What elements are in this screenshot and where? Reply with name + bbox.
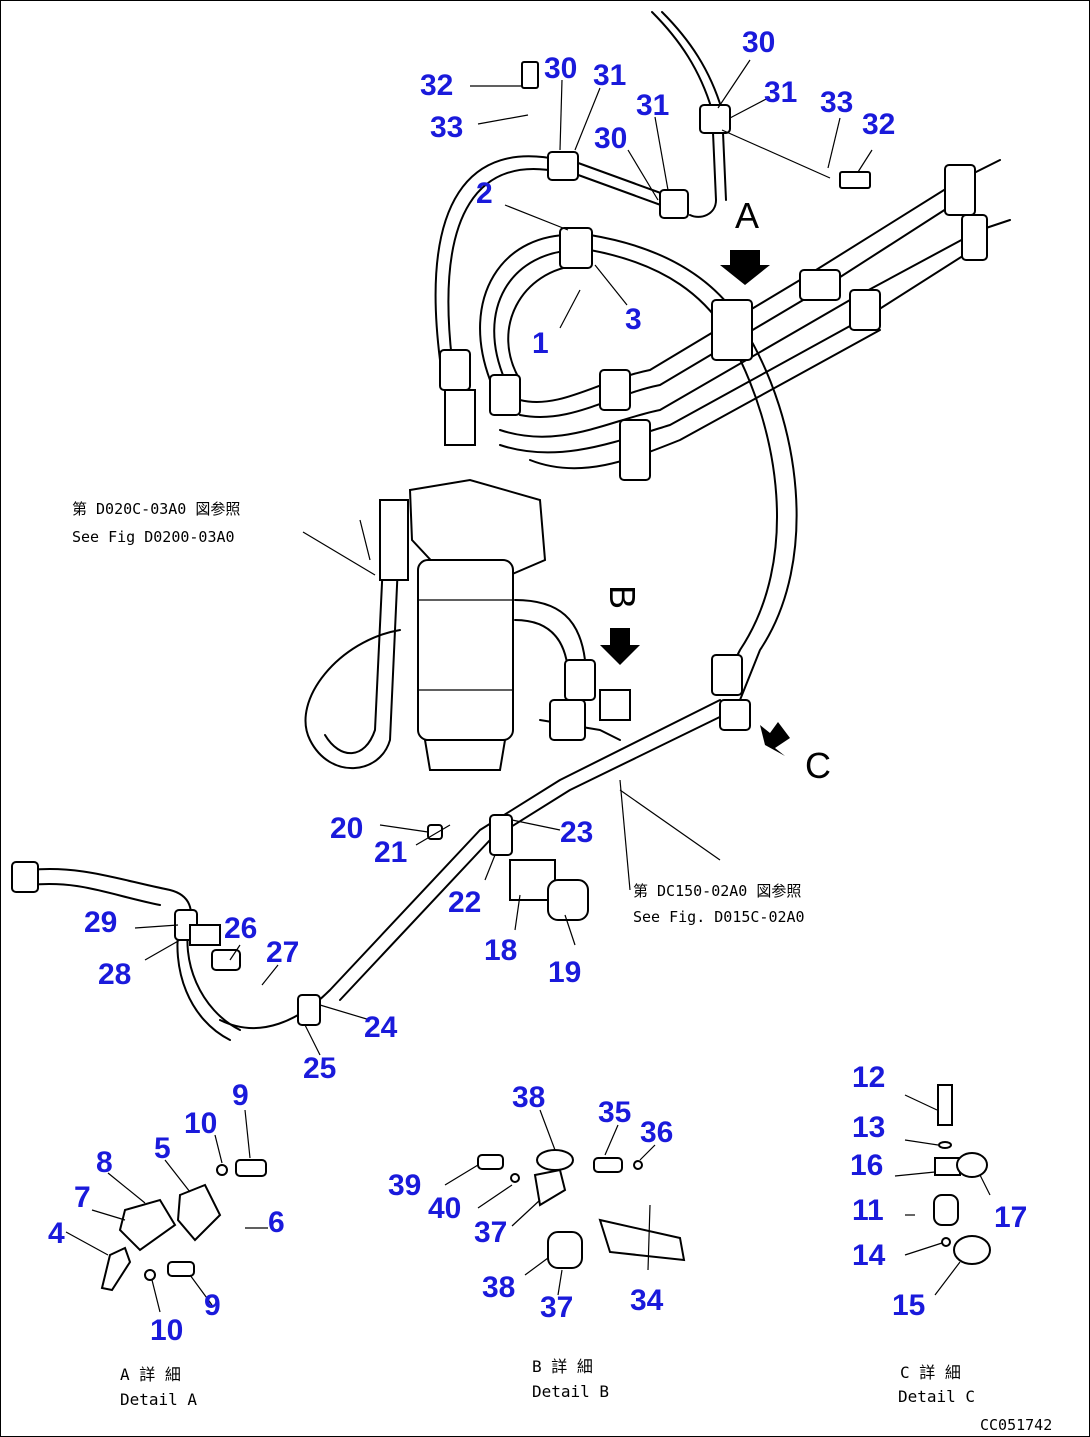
ref-note-2-en: See Fig. D015C-02A0 — [633, 908, 805, 926]
callout-number: 40 — [428, 1192, 461, 1225]
callout-number: 5 — [154, 1132, 171, 1165]
detail-c-parts — [894, 1084, 991, 1296]
callout-number: 18 — [484, 934, 517, 967]
callout-number: 38 — [512, 1081, 545, 1114]
callout-number: 11 — [852, 1194, 884, 1227]
callout-number: 29 — [84, 906, 117, 939]
callout-number: 28 — [98, 958, 131, 991]
callout-number: 25 — [303, 1052, 336, 1085]
callout-number: 33 — [820, 86, 853, 119]
callout-number: 31 — [593, 59, 626, 92]
detail-c-caption-en: Detail C — [898, 1387, 975, 1406]
callout-number: 38 — [482, 1271, 515, 1304]
callout-number: 12 — [852, 1061, 885, 1094]
hose-routing — [11, 11, 1011, 1041]
detail-b-parts — [444, 1109, 686, 1296]
callout-number: 16 — [850, 1149, 883, 1182]
callout-number: 31 — [764, 76, 797, 109]
view-arrow-c-icon — [760, 722, 790, 756]
hose-clamps — [174, 61, 988, 1026]
view-indicators: A B C — [600, 195, 831, 786]
callout-numbers: 32 33 30 31 31 30 30 31 33 32 2 1 3 20 2… — [48, 26, 1027, 1347]
callout-number: 10 — [150, 1314, 183, 1347]
detail-captions: A 詳 細 Detail A B 詳 細 Detail B C 詳 細 Deta… — [120, 1357, 1052, 1434]
callout-number: 30 — [544, 52, 577, 85]
callout-number: 33 — [430, 111, 463, 144]
callout-number: 19 — [548, 956, 581, 989]
callout-number: 32 — [420, 69, 453, 102]
callout-number: 20 — [330, 812, 363, 845]
callout-number: 32 — [862, 108, 895, 141]
reference-notes: 第 D020C-03A0 図参照 See Fig D0200-03A0 第 DC… — [72, 500, 805, 926]
callout-number: 10 — [184, 1107, 217, 1140]
callout-number: 37 — [474, 1216, 507, 1249]
view-label-b: B — [602, 585, 643, 609]
callout-number: 13 — [852, 1111, 885, 1144]
callout-number: 37 — [540, 1291, 573, 1324]
callout-number: 23 — [560, 816, 593, 849]
detail-a-caption-jp: A 詳 細 — [120, 1365, 181, 1384]
callout-number: 15 — [892, 1289, 925, 1322]
leader-lines — [134, 59, 873, 1056]
callout-number: 30 — [742, 26, 775, 59]
callout-number: 9 — [232, 1079, 249, 1112]
detail-a-parts — [65, 1109, 268, 1313]
detail-a-caption-en: Detail A — [120, 1390, 197, 1409]
callout-number: 30 — [594, 122, 627, 155]
view-arrow-b-icon — [600, 628, 640, 665]
callout-number: 34 — [630, 1284, 664, 1317]
view-label-a: A — [735, 195, 759, 236]
drawing-code: CC051742 — [980, 1416, 1052, 1434]
callout-number: 6 — [268, 1206, 285, 1239]
callout-number: 24 — [364, 1011, 398, 1044]
callout-number: 4 — [48, 1217, 65, 1250]
ref-note-2-jp: 第 DC150-02A0 図参照 — [633, 882, 801, 900]
callout-number: 2 — [476, 177, 493, 210]
callout-number: 1 — [532, 327, 549, 360]
callout-number: 17 — [994, 1201, 1027, 1234]
callout-number: 27 — [266, 936, 299, 969]
callout-number: 35 — [598, 1096, 631, 1129]
callout-number: 21 — [374, 836, 407, 869]
view-label-c: C — [805, 745, 831, 786]
callout-number: 9 — [204, 1289, 221, 1322]
detail-b-caption-en: Detail B — [532, 1382, 609, 1401]
fuel-filter — [379, 478, 547, 771]
detail-b-caption-jp: B 詳 細 — [532, 1357, 593, 1376]
callout-number: 7 — [74, 1181, 91, 1214]
callout-number: 8 — [96, 1146, 113, 1179]
callout-number: 3 — [625, 303, 642, 336]
view-arrow-a-icon — [720, 250, 770, 285]
callout-number: 31 — [636, 89, 669, 122]
callout-number: 26 — [224, 912, 257, 945]
callout-number: 22 — [448, 886, 481, 919]
ref-note-1-en: See Fig D0200-03A0 — [72, 528, 235, 546]
callout-number: 14 — [852, 1239, 886, 1272]
callout-number: 36 — [640, 1116, 673, 1149]
ref-note-1-jp: 第 D020C-03A0 図参照 — [72, 500, 240, 518]
detail-c-caption-jp: C 詳 細 — [900, 1363, 961, 1382]
callout-number: 39 — [388, 1169, 421, 1202]
